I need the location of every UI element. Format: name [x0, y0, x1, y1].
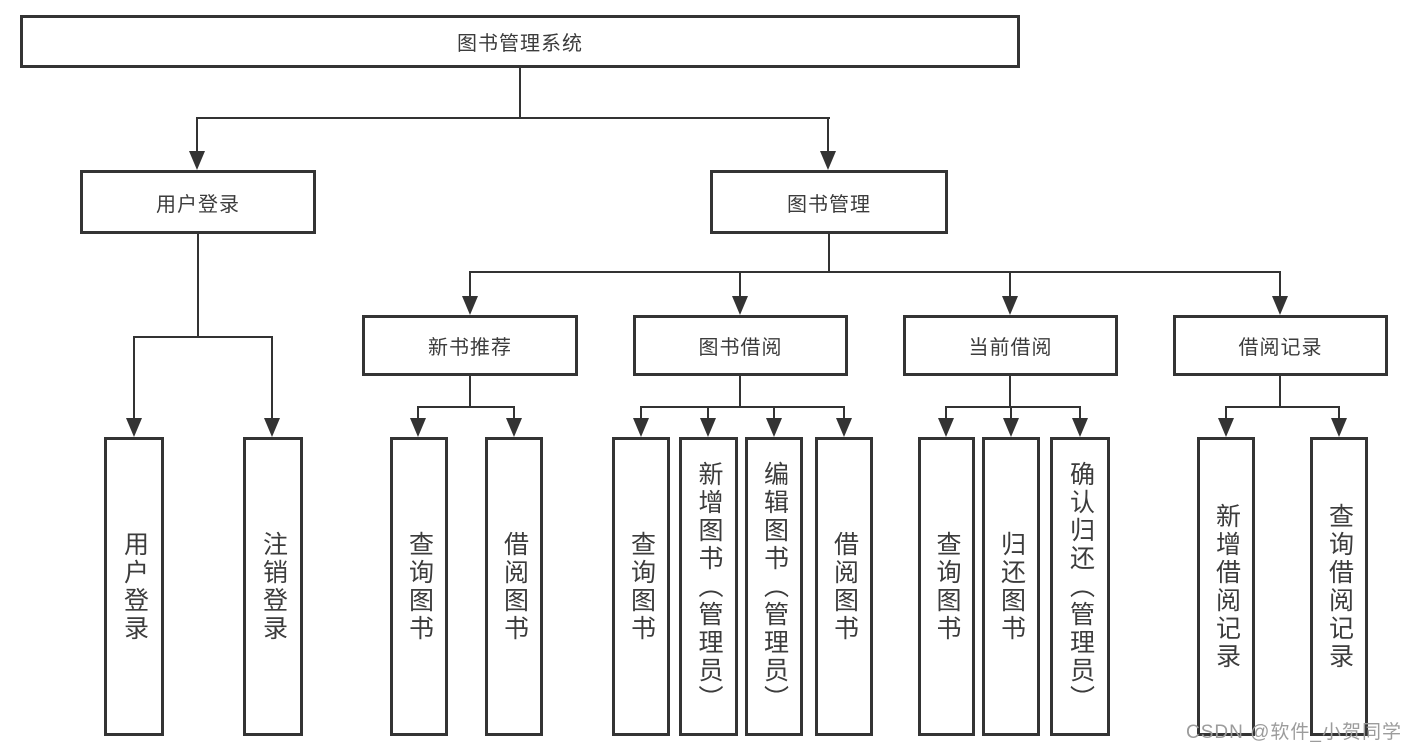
connector-line: [945, 406, 1081, 408]
connector-line: [739, 376, 741, 408]
node-label: 借阅记录: [1238, 337, 1323, 359]
connector-line: [707, 406, 709, 420]
arrowhead-down-icon: [766, 418, 782, 437]
connector-line: [417, 406, 419, 420]
connector-line: [773, 406, 775, 420]
connector-line: [469, 271, 1281, 273]
node-label: 新书推荐: [428, 337, 512, 359]
leaf-edit-books-admin: 编辑图书（管理员）: [745, 437, 803, 736]
node-label: 新增借阅记录: [1212, 502, 1241, 671]
node-label: 归还图书: [997, 530, 1026, 643]
connector-line: [196, 117, 198, 153]
node-label: 编辑图书（管理员）: [760, 460, 789, 713]
arrowhead-down-icon: [1072, 418, 1088, 437]
arrowhead-down-icon: [836, 418, 852, 437]
connector-line: [469, 271, 471, 298]
connector-line: [133, 336, 135, 420]
arrowhead-down-icon: [633, 418, 649, 437]
connector-line: [1225, 406, 1340, 408]
connector-line: [828, 234, 830, 273]
node-book-borrow: 图书借阅: [633, 315, 848, 376]
node-label: 图书管理: [787, 193, 871, 216]
node-label: 查询借阅记录: [1325, 502, 1354, 671]
connector-line: [945, 406, 947, 420]
arrowhead-down-icon: [1272, 296, 1288, 315]
leaf-user-login: 用户登录: [104, 437, 164, 736]
leaf-query-books-2: 查询图书: [612, 437, 670, 736]
connector-line: [519, 67, 521, 119]
node-label: 注销登录: [259, 530, 288, 643]
watermark: CSDN @软件_小贺同学: [1186, 722, 1402, 743]
arrowhead-down-icon: [1331, 418, 1347, 437]
connector-line: [513, 406, 515, 420]
leaf-query-borrow-record: 查询借阅记录: [1310, 437, 1368, 736]
node-label: 新增图书（管理员）: [695, 460, 723, 713]
connector-line: [1225, 406, 1227, 420]
leaf-borrow-books-2: 借阅图书: [815, 437, 873, 736]
leaf-query-books-1: 查询图书: [390, 437, 448, 736]
node-label: 图书管理系统: [457, 33, 583, 55]
connector-line: [196, 117, 830, 119]
connector-line: [133, 336, 273, 338]
connector-line: [827, 117, 829, 153]
arrowhead-down-icon: [506, 418, 522, 437]
connector-line: [843, 406, 845, 420]
arrowhead-down-icon: [1002, 296, 1018, 315]
node-user-login: 用户登录: [80, 170, 316, 234]
node-label: 用户登录: [120, 530, 149, 643]
leaf-return-books: 归还图书: [982, 437, 1040, 736]
arrowhead-down-icon: [1218, 418, 1234, 437]
connector-line: [1009, 271, 1011, 298]
node-label: 查询图书: [627, 530, 656, 643]
leaf-add-books-admin: 新增图书（管理员）: [679, 437, 738, 736]
connector-line: [271, 336, 273, 420]
arrowhead-down-icon: [462, 296, 478, 315]
connector-line: [739, 271, 741, 298]
connector-line: [469, 376, 471, 408]
node-label: 当前借阅: [968, 337, 1053, 359]
node-label: 借阅图书: [830, 530, 859, 643]
arrowhead-down-icon: [938, 418, 954, 437]
leaf-logout: 注销登录: [243, 437, 303, 736]
connector-line: [1010, 406, 1012, 420]
node-label: 确认归还（管理员）: [1066, 460, 1095, 713]
node-label: 查询图书: [933, 530, 961, 643]
arrowhead-down-icon: [264, 418, 280, 437]
node-new-book-recommend: 新书推荐: [362, 315, 578, 376]
arrowhead-down-icon: [732, 296, 748, 315]
arrowhead-down-icon: [189, 151, 205, 170]
leaf-borrow-books-1: 借阅图书: [485, 437, 543, 736]
node-label: 图书借阅: [698, 337, 783, 359]
connector-line: [1279, 271, 1281, 298]
leaf-query-books-3: 查询图书: [918, 437, 975, 736]
connector-line: [1338, 406, 1340, 420]
node-label: 查询图书: [405, 530, 434, 643]
arrowhead-down-icon: [410, 418, 426, 437]
leaf-confirm-return-admin: 确认归还（管理员）: [1050, 437, 1110, 736]
node-book-management: 图书管理: [710, 170, 948, 234]
node-borrow-records: 借阅记录: [1173, 315, 1388, 376]
connector-line: [197, 234, 199, 338]
node-label: 借阅图书: [500, 530, 529, 643]
connector-line: [640, 406, 844, 408]
connector-line: [417, 406, 515, 408]
leaf-add-borrow-record: 新增借阅记录: [1197, 437, 1255, 736]
node-label: 用户登录: [156, 193, 240, 216]
arrowhead-down-icon: [126, 418, 142, 437]
arrowhead-down-icon: [820, 151, 836, 170]
connector-line: [1079, 406, 1081, 420]
node-current-borrow: 当前借阅: [903, 315, 1118, 376]
connector-line: [1279, 376, 1281, 408]
connector-line: [1009, 376, 1011, 408]
arrowhead-down-icon: [700, 418, 716, 437]
arrowhead-down-icon: [1003, 418, 1019, 437]
connector-line: [640, 406, 642, 420]
node-library-system: 图书管理系统: [20, 15, 1020, 68]
